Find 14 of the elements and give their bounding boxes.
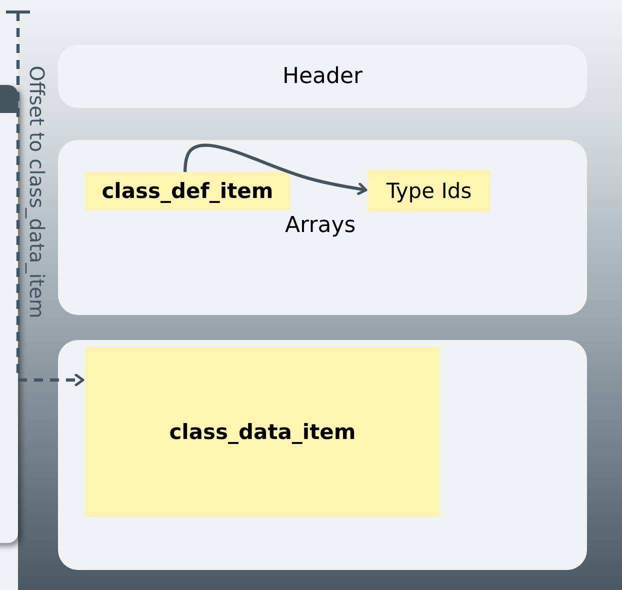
item-label: class_def_item	[100, 178, 274, 205]
section-box	[58, 45, 587, 108]
arrow	[183, 144, 368, 196]
item-box	[85, 347, 440, 517]
section-box	[58, 340, 587, 570]
item-label: class_data_item	[168, 419, 357, 446]
edge-label: Offset to class_data_item	[24, 64, 50, 320]
section-title: Header	[281, 63, 364, 91]
section-box	[58, 140, 587, 315]
item-box	[368, 170, 490, 212]
offset-arrow	[4, 10, 84, 386]
item-label: Type Ids	[385, 178, 473, 205]
section-label: Arrays	[285, 213, 356, 238]
item-box	[85, 172, 290, 210]
